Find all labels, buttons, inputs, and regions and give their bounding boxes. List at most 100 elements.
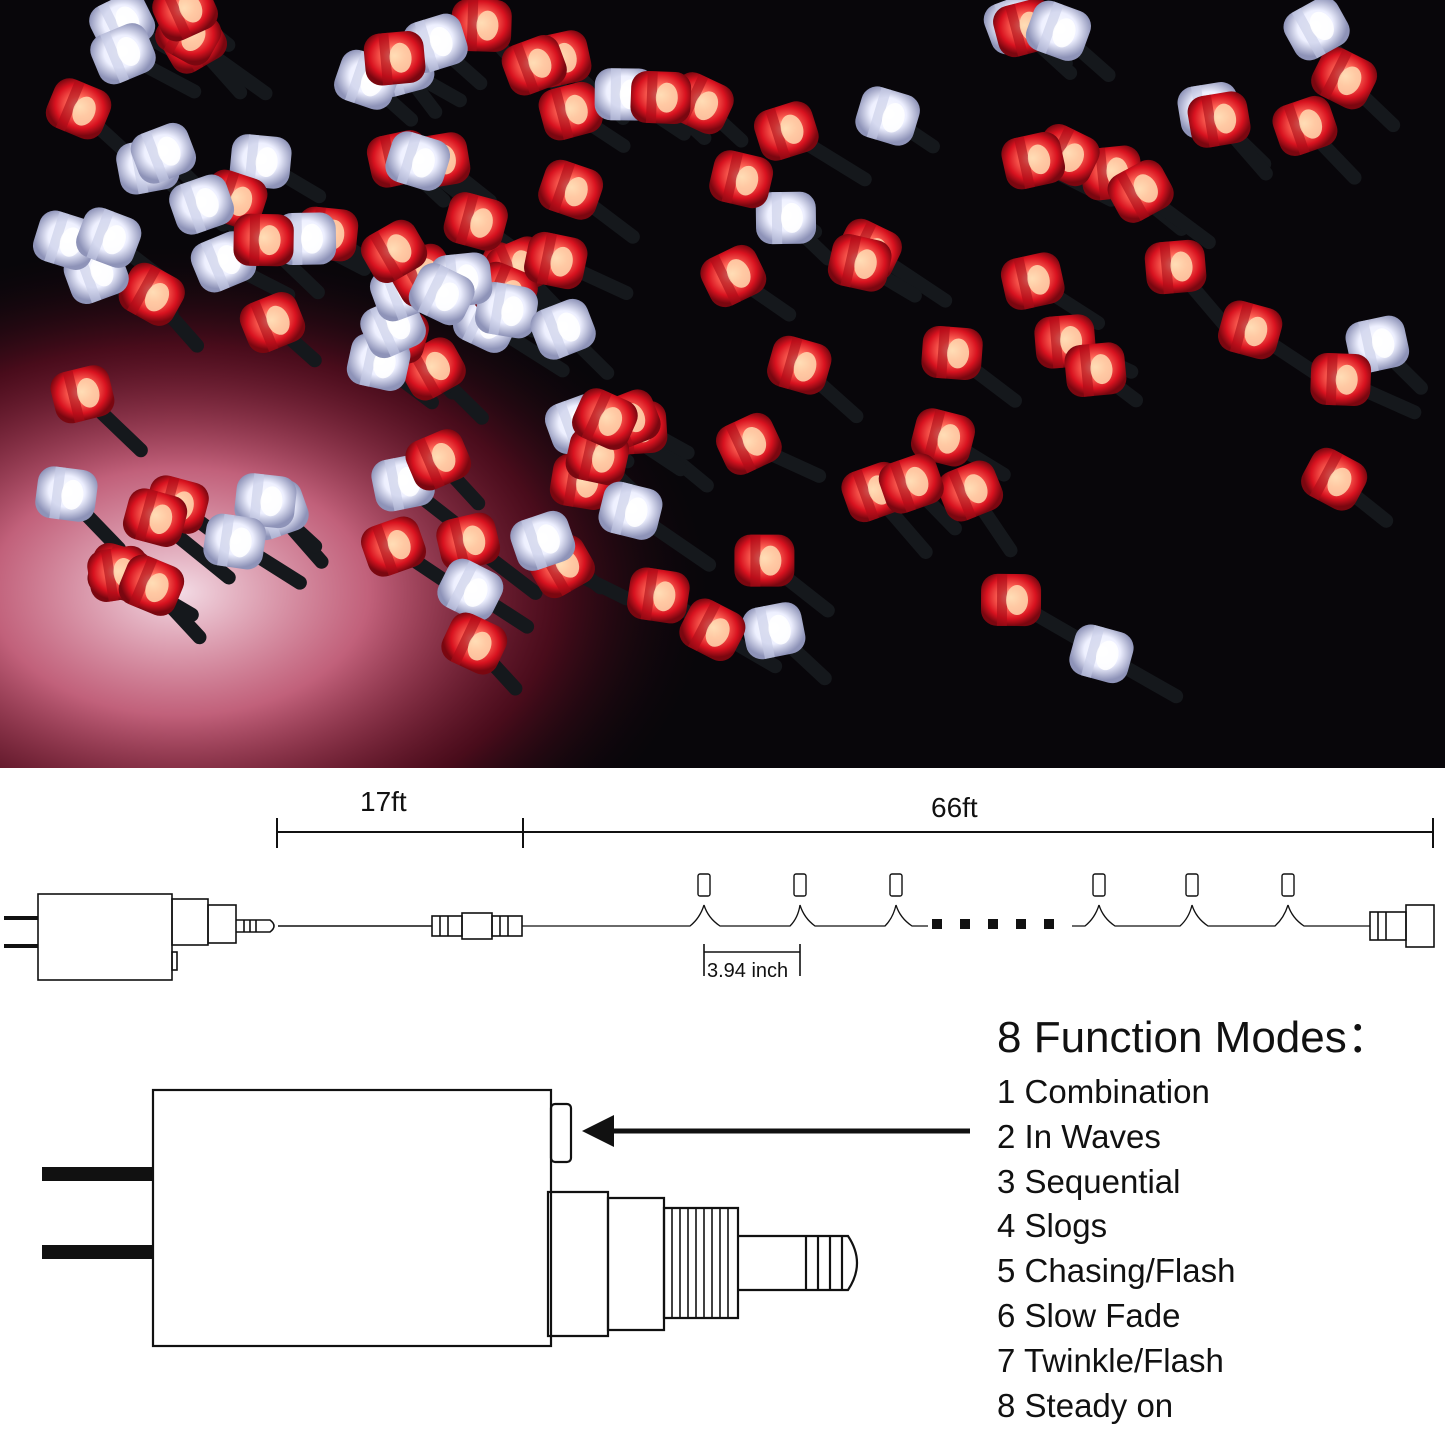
ellipsis-dot — [1044, 919, 1054, 929]
red-led-bulb — [118, 554, 185, 616]
red-led-bulb — [1218, 300, 1283, 360]
white-led-bulb — [1025, 0, 1092, 61]
mode-item: 4 Slogs — [997, 1204, 1391, 1249]
red-led-bulb — [363, 31, 426, 86]
red-led-bulb — [1064, 342, 1127, 397]
mode-item: 6 Slow Fade — [997, 1294, 1391, 1339]
red-led-bulb — [980, 573, 1042, 627]
arrow-head-icon — [582, 1115, 614, 1147]
red-led-bulb — [451, 0, 512, 52]
white-led-bulb — [437, 558, 504, 622]
red-led-bulb — [122, 488, 188, 547]
red-led-bulb — [1301, 447, 1368, 511]
mode-button-icon — [549, 1102, 573, 1164]
red-led-bulb — [360, 516, 427, 577]
white-led-bulb — [203, 513, 266, 570]
white-led-bulb — [35, 466, 98, 522]
function-modes-list: 8 Function Modes： 1 Combination 2 In Wav… — [997, 1010, 1391, 1428]
red-led-bulb — [436, 512, 501, 571]
mode-number: 8 — [997, 1386, 1016, 1424]
mode-number: 7 — [997, 1341, 1016, 1379]
white-led-bulb — [755, 191, 817, 245]
red-led-bulb — [405, 429, 472, 491]
red-led-bulb — [679, 598, 746, 662]
red-led-bulb — [501, 35, 567, 96]
ellipsis-dot — [1016, 919, 1026, 929]
red-led-bulb — [827, 234, 892, 292]
mode-number: 4 — [997, 1207, 1016, 1245]
lead-length-label: 17ft — [360, 786, 407, 817]
lit-string — [522, 904, 1370, 927]
mode-number: 6 — [997, 1296, 1016, 1334]
red-led-bulb — [233, 213, 294, 267]
mode-name: Twinkle/Flash — [1023, 1341, 1224, 1379]
red-led-bulb — [1310, 352, 1372, 406]
lit-length-label: 66ft — [931, 792, 978, 823]
mode-number: 2 — [997, 1117, 1016, 1155]
red-led-bulb — [118, 262, 185, 326]
red-led-bulb — [239, 292, 306, 354]
spacing-dimension-line — [703, 944, 801, 976]
white-led-bulb — [385, 131, 451, 191]
red-led-bulb — [50, 365, 115, 424]
led-bulb-icons — [697, 873, 1295, 897]
red-led-bulb — [921, 326, 983, 380]
mode-name: Sequential — [1024, 1162, 1181, 1200]
white-led-bulb — [169, 174, 235, 235]
white-led-bulb — [1069, 624, 1134, 684]
ellipsis-dot — [932, 919, 942, 929]
red-led-bulb — [1187, 91, 1251, 148]
lit-dimension-line — [522, 818, 1434, 848]
white-led-bulb — [475, 282, 538, 339]
mode-name: Steady on — [1024, 1386, 1174, 1424]
mode-item: 2 In Waves — [997, 1115, 1391, 1160]
red-led-bulb — [937, 460, 1004, 522]
red-led-bulb — [767, 335, 832, 395]
mode-number: 3 — [997, 1162, 1016, 1200]
white-led-bulb — [234, 473, 297, 529]
mode-item: 5 Chasing/Flash — [997, 1249, 1391, 1294]
mode-name: In Waves — [1024, 1117, 1161, 1155]
white-led-bulb — [598, 481, 663, 540]
mode-name: Slogs — [1024, 1207, 1108, 1245]
small-adapter-icon — [4, 893, 275, 981]
red-led-bulb — [1272, 95, 1338, 156]
mode-number: 5 — [997, 1252, 1016, 1290]
red-led-bulb — [1000, 252, 1065, 310]
white-led-bulb — [229, 134, 292, 189]
white-led-bulb — [76, 207, 142, 268]
white-led-bulb — [530, 298, 596, 360]
white-led-bulb — [90, 23, 156, 85]
mode-item: 3 Sequential — [997, 1160, 1391, 1205]
red-led-bulb — [152, 0, 218, 42]
white-led-bulb — [855, 86, 920, 146]
end-connector-icon — [1369, 904, 1435, 948]
red-led-bulb — [1144, 239, 1207, 295]
lead-dimension-line — [276, 818, 523, 848]
red-led-bulb — [734, 534, 795, 587]
mode-name: Combination — [1024, 1073, 1210, 1110]
ellipsis-dot — [988, 919, 998, 929]
red-led-bulb — [878, 453, 944, 514]
led-lights-illustration — [0, 0, 1428, 768]
red-led-bulb — [538, 81, 603, 141]
red-led-bulb — [715, 412, 782, 475]
red-led-bulb — [753, 101, 819, 161]
wiring-diagram: 17ft 66ft 3.94 inch — [0, 768, 1445, 1429]
mode-name: Chasing/Flash — [1024, 1252, 1236, 1290]
white-led-bulb — [510, 510, 576, 571]
red-led-bulb — [524, 231, 588, 290]
white-led-bulb — [742, 602, 806, 660]
red-led-bulb — [441, 612, 508, 675]
red-led-bulb — [630, 70, 692, 124]
red-led-bulb — [1001, 131, 1066, 190]
red-led-bulb — [1311, 46, 1378, 110]
red-led-bulb — [1107, 159, 1174, 223]
red-led-bulb — [709, 150, 774, 209]
white-led-bulb — [408, 263, 475, 326]
mode-item: 7 Twinkle/Flash — [997, 1339, 1391, 1384]
wiring-diagram-drawing — [4, 818, 1435, 1348]
red-led-bulb — [910, 408, 976, 467]
function-modes-title: 8 Function Modes： — [997, 1013, 1391, 1062]
red-led-bulb — [700, 244, 767, 308]
